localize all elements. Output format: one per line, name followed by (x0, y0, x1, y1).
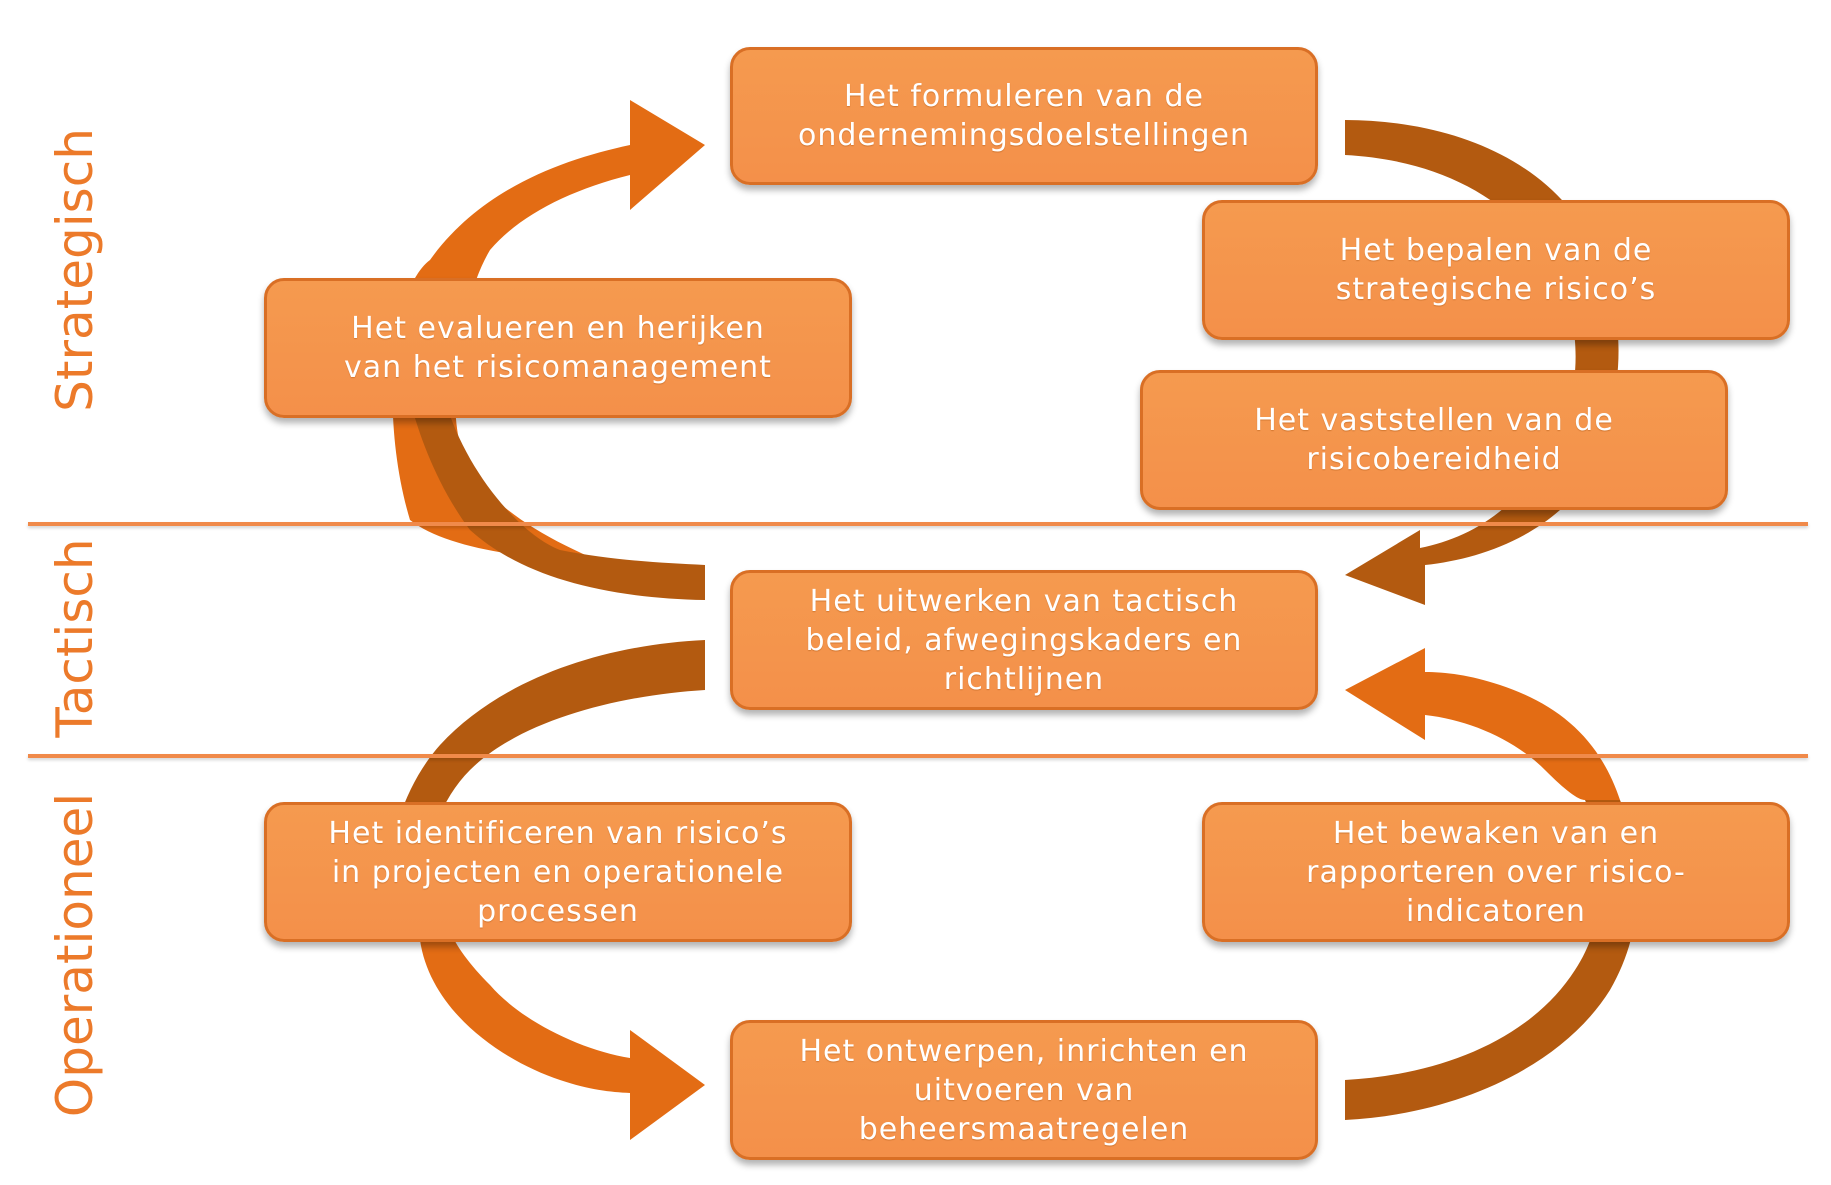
box-evaluate: Het evalueren en herijken van het risico… (264, 278, 852, 418)
box-monitor: Het bewaken van en rapporteren over risi… (1202, 802, 1790, 942)
box-tactical-policy: Het uitwerken van tactisch beleid, afweg… (730, 570, 1318, 710)
divider-tactical-operational (28, 754, 1808, 758)
arrow-evaluate-to-goals-shade (410, 400, 705, 600)
arrow-controls-to-tactical-light (1345, 648, 1620, 800)
level-label-strategic: Strategisch (46, 128, 104, 412)
level-label-operational: Operationeel (46, 792, 104, 1118)
level-label-tactical: Tactisch (46, 538, 104, 738)
box-design-controls: Het ontwerpen, inrichten en uitvoeren va… (730, 1020, 1318, 1160)
box-identify-risks: Het identificeren van risico’s in projec… (264, 802, 852, 942)
box-risk-appetite: Het vaststellen van de risicobereidheid (1140, 370, 1728, 510)
arrow-tactical-to-controls-light (420, 930, 705, 1140)
divider-strategic-tactical (28, 522, 1808, 526)
arrow-controls-to-tactical (1345, 800, 1638, 1120)
box-formulate-goals: Het formuleren van de ondernemingsdoelst… (730, 47, 1318, 185)
box-strategic-risks: Het bepalen van de strategische risico’s (1202, 200, 1790, 340)
arrow-goals-to-tactical (1345, 120, 1619, 605)
